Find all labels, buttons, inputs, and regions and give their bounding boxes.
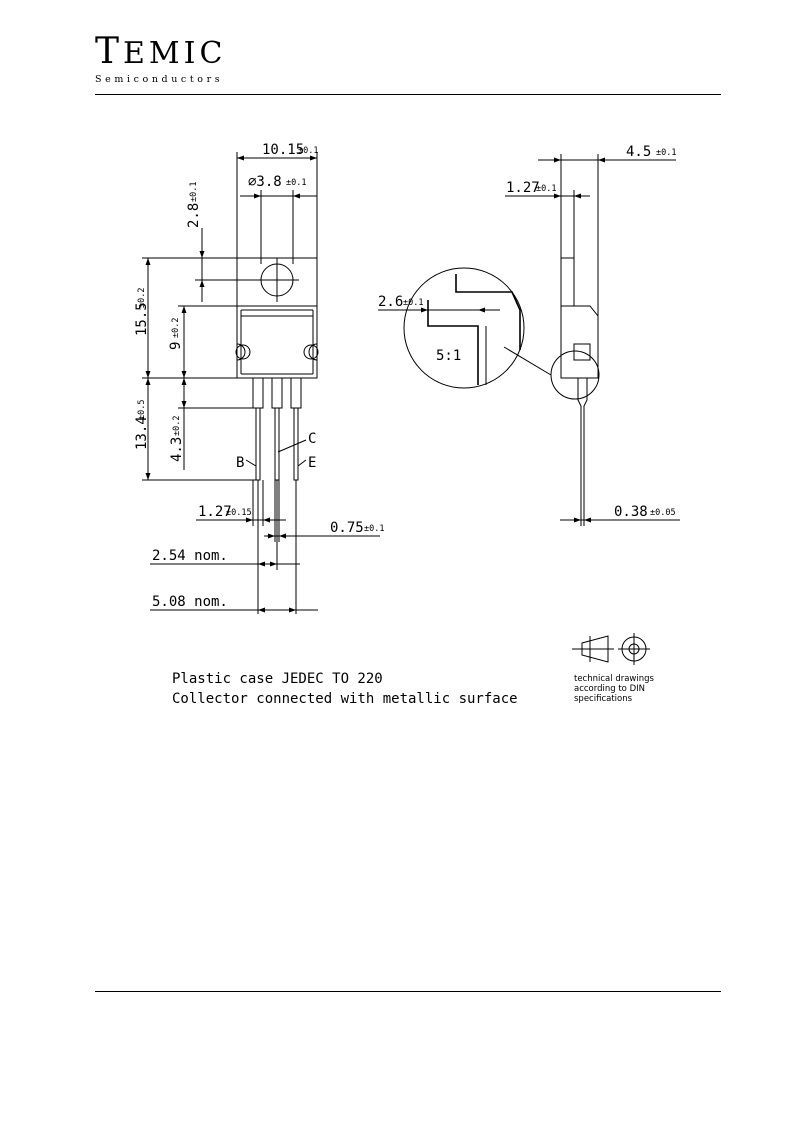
dim-lead-shoulder: 4.3 — [169, 437, 185, 462]
dim-tab-thickness: 1.27 — [506, 180, 540, 196]
front-view: 10.15 ±0.1 ⌀3.8 ±0.1 2.8 ±0.1 15.5 ±0.2 — [134, 142, 384, 614]
lead-c — [271, 377, 283, 481]
pin-label-e: E — [308, 455, 316, 471]
brand-subtitle: Semiconductors — [95, 74, 224, 85]
dim-body-height: 15.5 — [134, 302, 150, 336]
footer-rule — [95, 991, 721, 992]
pin-label-b: B — [236, 455, 244, 471]
dim-lead-shoulder-tol: ±0.2 — [172, 416, 182, 436]
dim-lead-thickness: 0.38 — [614, 504, 648, 520]
side-view: 2.6 ±0.1 5:1 4.5 ±0.1 1.27 ±0.1 0.38 ±0. — [378, 144, 680, 526]
dim-hole-top: 2.8 — [186, 203, 202, 228]
detail-scale: 5:1 — [436, 348, 461, 364]
din-line3: specifications — [574, 694, 633, 704]
dim-lead-thickness-tol: ±0.05 — [650, 508, 676, 518]
header-rule — [95, 94, 721, 95]
side-lead — [577, 378, 588, 521]
dim-width: 10.15 — [262, 142, 304, 158]
side-body — [560, 305, 599, 379]
dim-hole-top-tol: ±0.1 — [189, 182, 199, 202]
din-line2: according to DIN — [574, 684, 645, 694]
temic-logo: TEMIC Semiconductors — [95, 31, 227, 86]
dim-plastic-height-tol: ±0.2 — [171, 318, 181, 338]
dim-lead-width-tol: ±0.15 — [226, 508, 252, 518]
dim-detail: 2.6 — [378, 294, 403, 310]
brand-name: TEMIC — [95, 31, 227, 72]
note-collector: Collector connected with metallic surfac… — [172, 691, 518, 707]
dim-width-tol: ±0.1 — [298, 146, 318, 156]
side-tab — [560, 257, 575, 307]
dim-pitch2: 5.08 nom. — [152, 594, 228, 610]
dim-lead-width: 1.27 — [198, 504, 232, 520]
din-projection-icon — [572, 633, 650, 665]
dim-pitch1: 2.54 nom. — [152, 548, 228, 564]
note-case: Plastic case JEDEC TO 220 — [172, 671, 383, 687]
detail-enlarged: 2.6 ±0.1 5:1 — [378, 267, 525, 389]
dim-detail-tol: ±0.1 — [403, 298, 423, 308]
pin-label-c: C — [308, 431, 316, 447]
dim-hole: ⌀3.8 — [248, 174, 282, 190]
din-line1: technical drawings — [574, 674, 655, 684]
detail-marker — [550, 350, 600, 400]
dim-body-height-tol: ±0.2 — [137, 288, 147, 308]
dim-lead-thin-tol: ±0.1 — [364, 524, 384, 534]
dim-thickness-tol: ±0.1 — [656, 148, 676, 158]
dim-thickness: 4.5 — [626, 144, 651, 160]
dim-hole-tol: ±0.1 — [286, 178, 306, 188]
dim-lead-length: 13.4 — [134, 416, 150, 450]
dim-lead-length-tol: ±0.5 — [137, 400, 147, 420]
plastic-body — [236, 305, 318, 379]
dim-plastic-height: 9 — [168, 342, 184, 350]
dim-lead-thin: 0.75 — [330, 520, 364, 536]
dim-tab-thickness-tol: ±0.1 — [536, 184, 556, 194]
